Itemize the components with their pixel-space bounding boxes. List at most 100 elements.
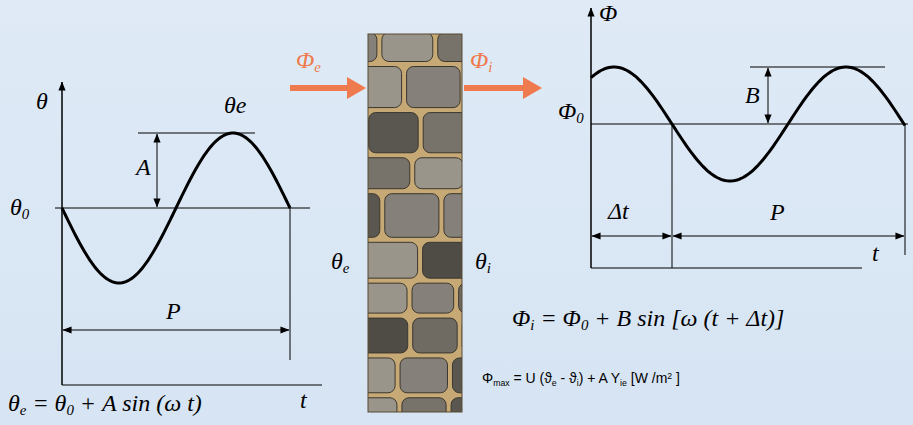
text-part: θ (8, 390, 20, 416)
subscript: i (530, 317, 534, 333)
text-part: Φ (512, 305, 530, 331)
wall-stone (368, 283, 407, 313)
flux-label: Φe (296, 47, 321, 75)
wall-stone (413, 318, 457, 353)
wall-outline (368, 34, 462, 412)
wall-stone (368, 158, 410, 189)
wall-stone (438, 34, 462, 62)
axis-label: t (300, 387, 307, 415)
flux-axis (590, 8, 592, 268)
text-part: A (136, 154, 151, 180)
wall-stone (407, 67, 461, 108)
amplitude-dimension (157, 134, 158, 207)
text-part: θe (224, 92, 246, 118)
heat-flow-arrows (290, 77, 542, 99)
flow-arrow-shaft (290, 85, 350, 91)
formula: θe = θ0 + A sin (ω t) (8, 390, 202, 418)
wall-stone (452, 358, 462, 393)
subscript: 0 (581, 317, 588, 333)
subscript: i (487, 260, 491, 276)
subscript: e (343, 260, 350, 276)
temperature-curve (62, 133, 290, 283)
wall-stone (368, 398, 397, 412)
text-part: θ (331, 248, 343, 274)
text-part: Φ (599, 0, 617, 26)
flow-arrow-shaft (464, 85, 526, 91)
period-label: P (166, 298, 181, 326)
subscript: i (577, 378, 579, 388)
time-axis (591, 268, 862, 269)
temperature-graph (55, 82, 322, 385)
subscript: max (493, 378, 509, 388)
text-part: θ (36, 88, 48, 114)
text-part: Φ (296, 47, 314, 73)
subscript: e (314, 59, 321, 75)
amplitude-dimension (768, 68, 769, 123)
text-part: P (166, 298, 181, 324)
text-part: Φ (470, 47, 488, 73)
text-part: Φ (558, 98, 576, 124)
formula: Φi = Φ0 + B sin [ω (t + Δt)] (512, 305, 784, 333)
subscript: i (488, 59, 492, 75)
subscript: 0 (66, 402, 73, 418)
subscript: e (552, 378, 557, 388)
subscript: 0 (22, 206, 29, 222)
text-part: B (745, 82, 760, 108)
text-part: + A sin (ω t) (74, 390, 202, 416)
lag-label: Δt (608, 198, 629, 226)
flux-curve (591, 67, 905, 181)
wall-stone (368, 194, 380, 238)
text-part: = U (ϑ (510, 370, 552, 386)
amplitude-label: B (745, 82, 760, 110)
wall-stone (451, 398, 462, 412)
superscript: 2 (667, 371, 672, 381)
wall-stone (368, 34, 377, 62)
period-label: P (770, 199, 785, 227)
wall-stone (400, 358, 447, 393)
period-dimension (673, 236, 904, 237)
period-tick (290, 208, 291, 360)
mean-line (55, 208, 310, 209)
mean-line (591, 124, 908, 125)
wall-stone (415, 158, 462, 189)
text-part: θ (10, 194, 22, 220)
mean-label: Φ0 (558, 98, 584, 126)
time-axis (62, 384, 322, 385)
text-part: [W /m (627, 370, 667, 386)
subscript: ie (620, 378, 627, 388)
theta-axis (61, 82, 63, 385)
wall-stone (368, 358, 395, 393)
text-part: = θ (26, 390, 66, 416)
text-part: Δt (608, 198, 629, 224)
wall-stone (444, 194, 462, 238)
wall-stone (369, 113, 419, 153)
text-part: Φ (482, 370, 493, 386)
wall-stone (459, 283, 462, 313)
text-part: θ (475, 248, 487, 274)
wall-stone (423, 113, 462, 153)
text-part: - ϑ (557, 370, 577, 386)
text-part: ] (672, 370, 680, 386)
wall-stone (368, 318, 408, 353)
period-dimension (63, 330, 289, 331)
temperature-label: θi (475, 248, 491, 276)
subscript: 0 (576, 110, 583, 126)
axis-label: t (872, 240, 879, 268)
wall-stone (423, 242, 462, 278)
mean-label: θ0 (10, 194, 29, 222)
flux-label: Φi (470, 47, 492, 75)
peak-line (750, 67, 885, 68)
temperature-label: θe (331, 248, 349, 276)
axis-label: Φ (599, 0, 617, 28)
flow-arrow-head (347, 77, 366, 99)
axis-label: θ (36, 88, 48, 116)
lag-dimension (592, 236, 671, 237)
subscript: e (20, 402, 27, 418)
text-part: P (770, 199, 785, 225)
flow-arrow-head (523, 77, 542, 99)
flux-graph (591, 8, 908, 268)
amplitude-label: A (136, 154, 151, 182)
lag-tick (672, 124, 673, 268)
wall-stone (382, 34, 433, 62)
